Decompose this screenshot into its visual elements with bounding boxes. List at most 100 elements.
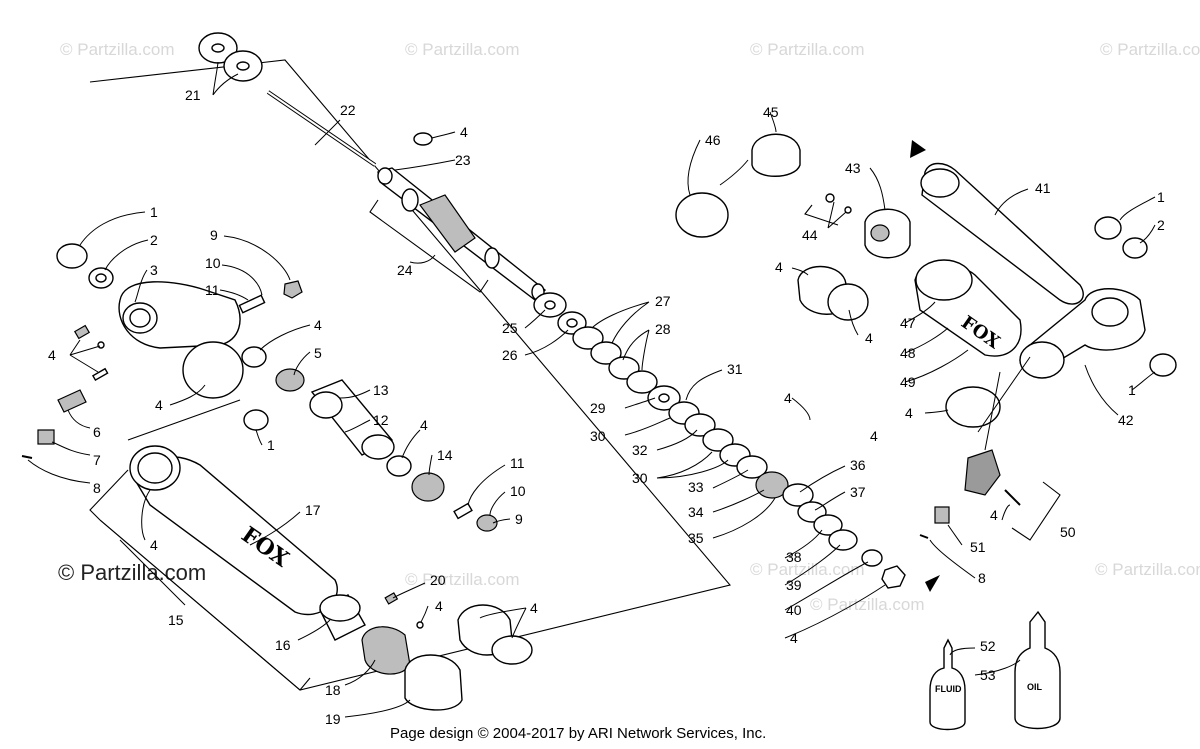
callout-33: 33 <box>688 479 704 495</box>
washers-21 <box>198 32 263 82</box>
valve-11 <box>238 294 266 314</box>
watermark: © Partzilla.com <box>1100 40 1200 59</box>
leader-lines <box>27 61 1156 718</box>
callout-10: 10 <box>510 483 526 499</box>
callout-44: 44 <box>802 227 818 243</box>
callout-26: 26 <box>502 347 518 363</box>
callout-4: 4 <box>790 630 798 646</box>
callout-labels: 1 2 3 4 4 5 6 7 8 9 10 11 4 1 12 13 4 14… <box>48 87 1165 727</box>
callout-18: 18 <box>325 682 341 698</box>
callout-38: 38 <box>786 549 802 565</box>
callout-2: 2 <box>150 232 158 248</box>
arrow-marker <box>925 575 940 592</box>
callout-41: 41 <box>1035 180 1051 196</box>
oil-bottle-53: OIL <box>1014 610 1061 730</box>
fluid-bottle-52: FLUID <box>929 638 966 731</box>
bracket-15 <box>89 469 129 521</box>
callout-28: 28 <box>655 321 671 337</box>
callout-42: 42 <box>1118 412 1134 428</box>
outline-segment <box>127 399 241 441</box>
piston-14 <box>411 472 445 502</box>
o-ring <box>241 346 267 368</box>
callout-11: 11 <box>510 455 525 471</box>
o-ring <box>827 283 869 321</box>
callout-51: 51 <box>970 539 986 555</box>
callout-5: 5 <box>314 345 322 361</box>
bushing-5 <box>275 368 305 392</box>
adjuster-6 <box>57 389 87 413</box>
callout-4: 4 <box>530 600 538 616</box>
callout-1: 1 <box>1157 189 1165 205</box>
callout-7: 7 <box>93 452 101 468</box>
callout-2: 2 <box>1157 217 1165 233</box>
callout-8: 8 <box>978 570 986 586</box>
callout-4: 4 <box>314 317 322 333</box>
callout-4: 4 <box>775 259 783 275</box>
callout-17: 17 <box>305 502 321 518</box>
callout-1: 1 <box>267 437 275 453</box>
callout-48: 48 <box>900 345 916 361</box>
callout-25: 25 <box>502 320 518 336</box>
callout-40: 40 <box>786 602 802 618</box>
o-ring-1 <box>56 243 88 269</box>
callout-4: 4 <box>870 428 878 444</box>
callout-4: 4 <box>435 598 443 614</box>
callout-4: 4 <box>784 390 792 406</box>
callout-12: 12 <box>373 412 389 428</box>
watermark: © Partzilla.com <box>405 570 520 589</box>
cap-19 <box>404 654 463 711</box>
o-ring <box>491 635 533 665</box>
bracket-15b <box>99 519 311 691</box>
callout-4: 4 <box>905 405 913 421</box>
callout-4: 4 <box>420 417 428 433</box>
bushing-2-right <box>1122 237 1148 259</box>
watermark: © Partzilla.com <box>750 40 865 59</box>
callout-27: 27 <box>655 293 671 309</box>
callout-37: 37 <box>850 484 866 500</box>
callout-11: 11 <box>205 282 220 298</box>
ring-46 <box>675 192 729 238</box>
o-ring <box>413 132 433 146</box>
callout-14: 14 <box>437 447 453 463</box>
callout-4: 4 <box>155 397 163 413</box>
callout-53: 53 <box>980 667 996 683</box>
callout-23: 23 <box>455 152 471 168</box>
brand-watermark: © Partzilla.com <box>58 560 206 585</box>
callout-1: 1 <box>1128 382 1136 398</box>
watermark: © Partzilla.com <box>750 560 865 579</box>
callout-10: 10 <box>205 255 221 271</box>
callout-32: 32 <box>632 442 648 458</box>
callout-19: 19 <box>325 711 341 727</box>
bracket-50 <box>1011 481 1061 541</box>
callout-35: 35 <box>688 530 704 546</box>
callout-34: 34 <box>688 504 704 520</box>
callout-4: 4 <box>150 537 158 553</box>
callout-1: 1 <box>150 204 158 220</box>
callout-16: 16 <box>275 637 291 653</box>
knob-7 <box>37 429 55 445</box>
fluid-label: FLUID <box>935 684 962 694</box>
arrow-marker <box>910 140 926 158</box>
callout-3: 3 <box>150 262 158 278</box>
eyelet-3 <box>118 281 241 349</box>
o-ring-4-right <box>945 386 1001 428</box>
callout-30: 30 <box>632 470 648 486</box>
callout-49: 49 <box>900 374 916 390</box>
watermark: © Partzilla.com <box>810 595 925 614</box>
callout-39: 39 <box>786 577 802 593</box>
callout-36: 36 <box>850 457 866 473</box>
callout-4: 4 <box>865 330 873 346</box>
watermark: © Partzilla.com <box>1095 560 1200 579</box>
copyright-footer: Page design © 2004-2017 by ARI Network S… <box>390 725 766 742</box>
callout-50: 50 <box>1060 524 1076 540</box>
callout-45: 45 <box>763 104 779 120</box>
bracket-44 <box>804 204 839 226</box>
callout-13: 13 <box>373 382 389 398</box>
callout-20: 20 <box>430 572 446 588</box>
callout-8: 8 <box>93 480 101 496</box>
callout-30: 30 <box>590 428 606 444</box>
bracket-24 <box>369 199 489 293</box>
o-ring-1b <box>243 409 269 431</box>
